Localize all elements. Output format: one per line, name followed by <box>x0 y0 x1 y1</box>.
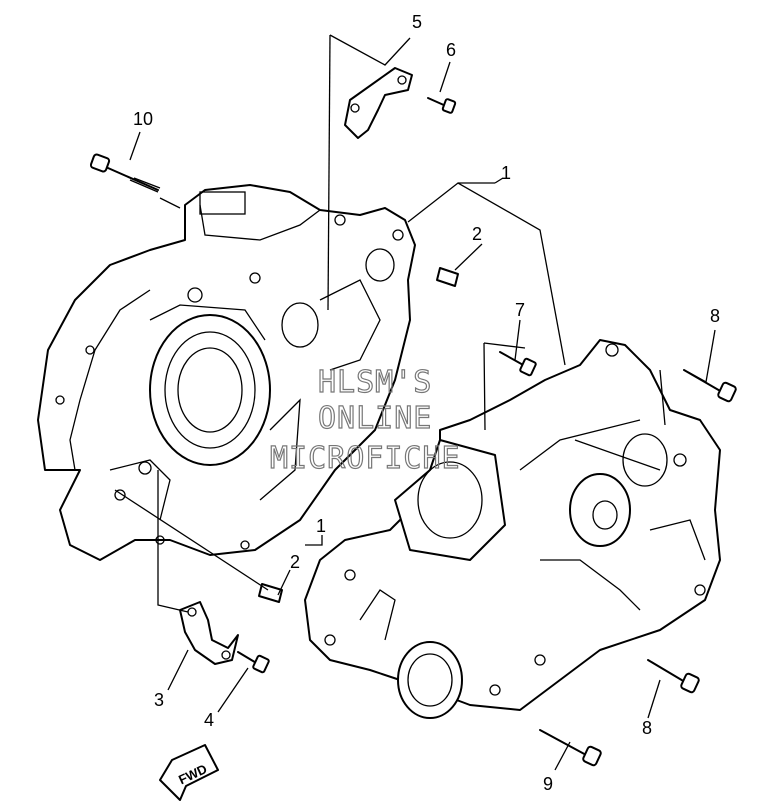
callout-6: 6 <box>446 40 456 60</box>
watermark: HLSM'S ONLINE MICROFICHE <box>269 364 461 476</box>
left-crankcase-half <box>37 184 416 561</box>
callout-labels: 5 6 10 1 2 7 8 1 2 3 4 8 9 <box>133 12 720 794</box>
leader-lines <box>114 34 716 771</box>
fwd-arrow: FWD <box>159 744 219 801</box>
right-crankcase-half <box>304 339 721 719</box>
callout-7: 7 <box>515 300 525 320</box>
callout-8-top: 8 <box>710 306 720 326</box>
callout-10: 10 <box>133 109 153 129</box>
dowel-pin-2-top <box>436 267 459 287</box>
callout-8-bottom: 8 <box>642 718 652 738</box>
callout-1-mid: 1 <box>316 516 326 536</box>
watermark-line3: MICROFICHE <box>270 441 461 476</box>
callout-2-bottom: 2 <box>290 552 300 572</box>
part-5-bracket <box>344 67 413 139</box>
callout-9: 9 <box>543 774 553 794</box>
callout-4: 4 <box>204 710 214 730</box>
callout-1-top: 1 <box>501 163 511 183</box>
part-3-bracket <box>179 601 239 665</box>
callout-5: 5 <box>412 12 422 32</box>
bolt-6 <box>427 97 457 114</box>
bolt-9 <box>539 729 602 767</box>
bolt-8-bottom <box>647 659 700 694</box>
callout-2-top: 2 <box>472 224 482 244</box>
watermark-line1: HLSM'S <box>318 365 432 400</box>
watermark-line2: ONLINE <box>318 401 432 436</box>
bolt-8-top <box>683 369 737 403</box>
callout-3: 3 <box>154 690 164 710</box>
bolt-10 <box>89 153 161 193</box>
bolt-7 <box>499 351 537 377</box>
bolt-4 <box>237 651 270 674</box>
